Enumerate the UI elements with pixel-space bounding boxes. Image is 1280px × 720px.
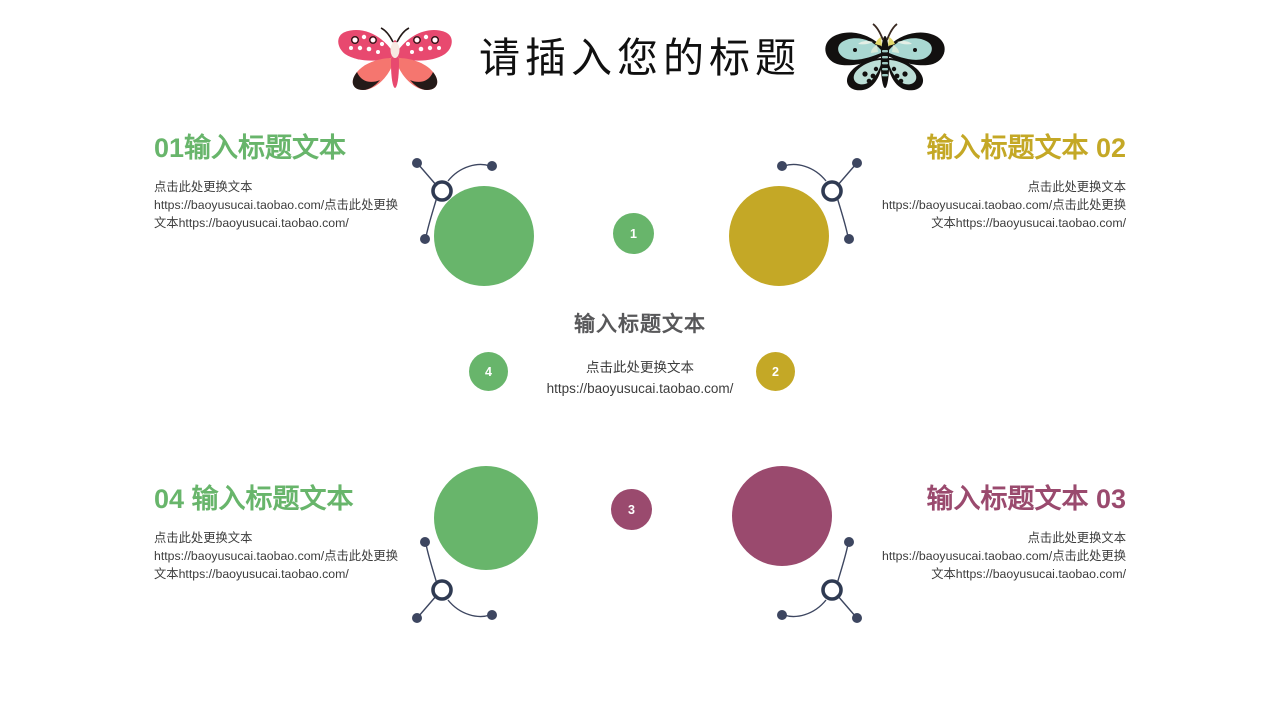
node-cluster-icon-01 bbox=[412, 158, 497, 244]
node-cluster-icon-04 bbox=[412, 537, 497, 623]
step-badge-4[interactable]: 4 bbox=[469, 352, 508, 391]
content-body-03: 点击此处更换文本https://baoyusucai.taobao.com/点击… bbox=[882, 530, 1126, 581]
center-content-block: 输入标题文本 点击此处更换文本 https://baoyusucai.taoba… bbox=[440, 308, 840, 399]
content-block-03: 输入标题文本 03 点击此处更换文本https://baoyusucai.tao… bbox=[696, 484, 1126, 583]
center-title: 输入标题文本 bbox=[574, 313, 706, 336]
teal-swallowtail-butterfly-icon bbox=[825, 23, 945, 91]
accent-circle-04 bbox=[434, 466, 538, 570]
accent-circle-02 bbox=[729, 186, 829, 286]
center-body-line-2: https://baoyusucai.taobao.com/ bbox=[546, 380, 734, 396]
content-title-04: 04 输入标题文本 bbox=[154, 484, 354, 514]
node-cluster-icon-03 bbox=[777, 537, 862, 623]
step-badge-3[interactable]: 3 bbox=[611, 489, 652, 530]
pink-butterfly-icon bbox=[338, 27, 452, 90]
content-block-04: 04 输入标题文本 点击此处更换文本https://baoyusucai.tao… bbox=[154, 484, 584, 583]
content-body-01: 点击此处更换文本https://baoyusucai.taobao.com/点击… bbox=[154, 179, 398, 230]
accent-circle-01 bbox=[434, 186, 534, 286]
content-body-02: 点击此处更换文本https://baoyusucai.taobao.com/点击… bbox=[882, 179, 1126, 230]
content-block-02: 输入标题文本 02 点击此处更换文本https://baoyusucai.tao… bbox=[696, 133, 1126, 232]
content-body-04: 点击此处更换文本https://baoyusucai.taobao.com/点击… bbox=[154, 530, 398, 581]
center-body-line-1: 点击此处更换文本 bbox=[586, 360, 694, 375]
step-badge-2[interactable]: 2 bbox=[756, 352, 795, 391]
node-cluster-icon-02 bbox=[777, 158, 862, 244]
page-title: 请插入您的标题 bbox=[479, 34, 801, 81]
accent-circle-03 bbox=[732, 466, 832, 566]
content-title-03: 输入标题文本 03 bbox=[926, 484, 1126, 514]
slide-header: 请插入您的标题 bbox=[0, 8, 1280, 108]
step-badge-1[interactable]: 1 bbox=[613, 213, 654, 254]
content-title-02: 输入标题文本 02 bbox=[926, 133, 1126, 163]
content-block-01: 01输入标题文本 点击此处更换文本https://baoyusucai.taob… bbox=[154, 133, 584, 232]
content-title-01: 01输入标题文本 bbox=[154, 133, 347, 163]
center-body: 点击此处更换文本 https://baoyusucai.taobao.com/ bbox=[440, 358, 840, 399]
